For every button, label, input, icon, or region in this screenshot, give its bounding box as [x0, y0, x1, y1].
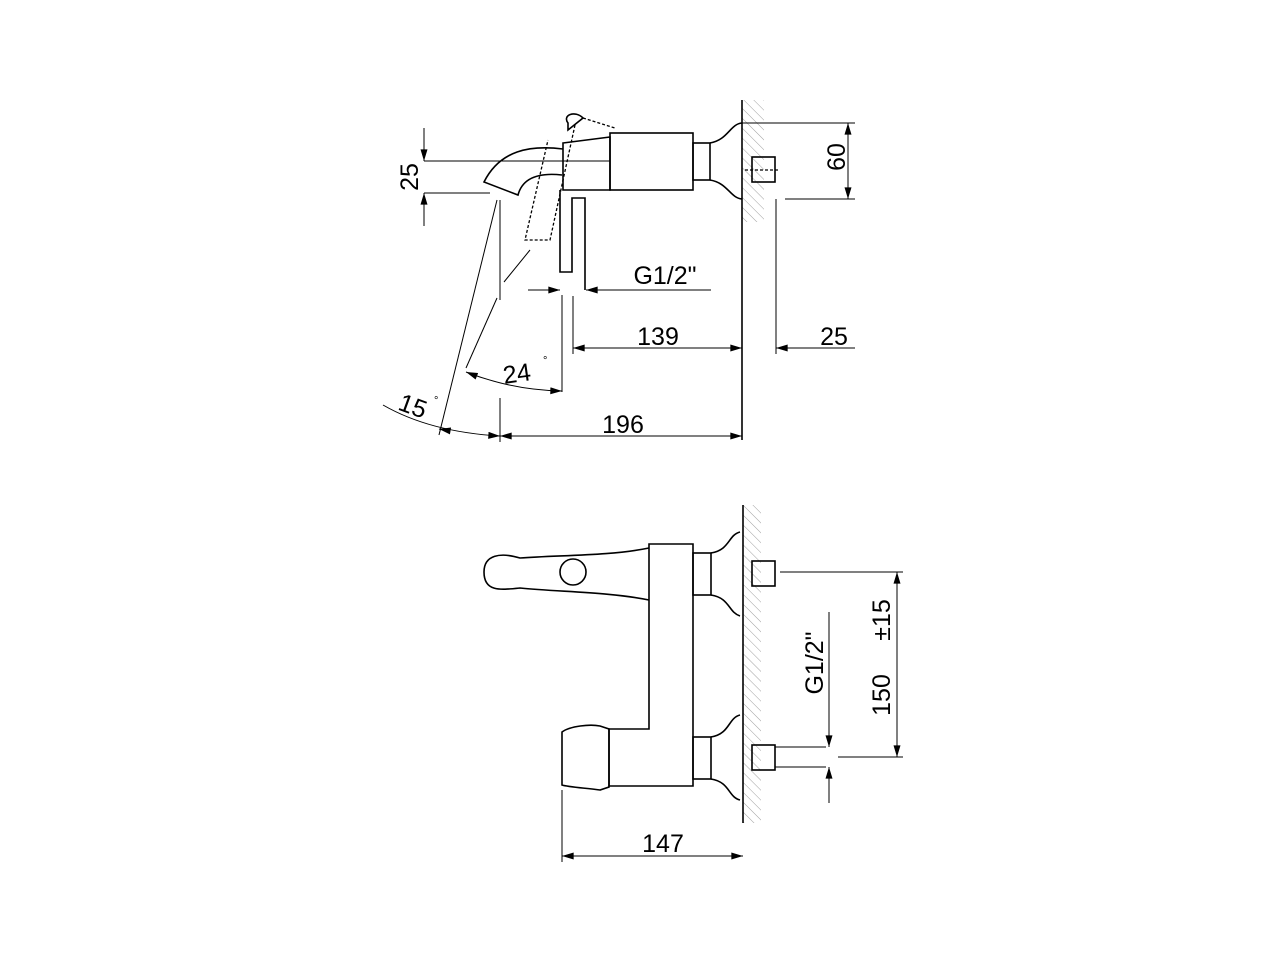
side-view: 25 60 G1/2" 139 25 196 24 ° 15 ° — [382, 100, 855, 442]
wall-hatch — [743, 505, 761, 823]
rosette-lower — [710, 714, 741, 801]
spout — [482, 147, 564, 197]
nut-lower — [751, 744, 776, 771]
angle-lever-degree: ° — [543, 355, 547, 367]
diverter-lever — [559, 190, 586, 290]
diverter-knob — [561, 724, 610, 791]
stem — [692, 142, 711, 181]
nut-upper — [751, 560, 776, 587]
dim-rosette-height: 60 — [823, 143, 851, 171]
angle-spout-degree: ° — [434, 395, 438, 407]
dim-tolerance: ±15 — [868, 599, 896, 641]
mixer-body — [609, 132, 694, 191]
dim-connection-thread: G1/2" — [633, 262, 696, 290]
rosette — [709, 122, 743, 200]
lever-hole — [559, 558, 587, 586]
angle-lever: 24 — [501, 358, 533, 390]
lever-handle — [483, 547, 650, 601]
body-collar — [562, 136, 611, 191]
dim-centers: 150 — [868, 674, 896, 716]
dim-spout-height: 25 — [396, 163, 424, 191]
rosette-upper — [710, 531, 741, 617]
front-view: 150 ±15 G1/2" 147 — [483, 505, 903, 862]
mixer-body — [608, 543, 694, 787]
stem-lower — [692, 736, 712, 780]
dim-nut-length: 25 — [820, 323, 848, 351]
dim-projection: 147 — [642, 830, 684, 858]
dim-total-projection: 196 — [602, 411, 644, 439]
dim-connection-thread: G1/2" — [801, 631, 829, 694]
angle-spout: 15 — [395, 389, 431, 425]
wall-hatch — [742, 100, 764, 222]
dim-body-length: 139 — [637, 323, 679, 351]
lever-alt-position — [524, 117, 616, 241]
stem-upper — [692, 552, 712, 596]
